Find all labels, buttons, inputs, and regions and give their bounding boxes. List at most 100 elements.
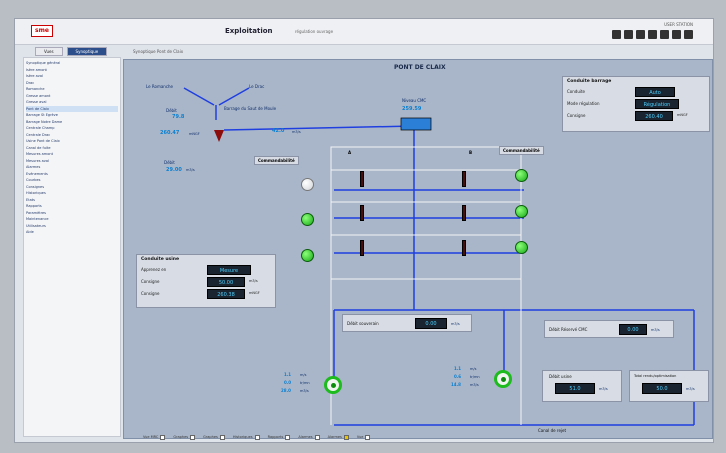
cb-row-1-label: Mode régulation	[567, 101, 600, 106]
bottom-bar: Vue MRC Graphes Graphes Historiques Rapports…	[123, 431, 713, 442]
sidebar-item[interactable]: Aide	[26, 230, 34, 234]
canal-label: Canal de rejet	[538, 428, 567, 433]
pump-left-unit-2: m3/s	[300, 389, 309, 393]
bottom-bar-checkbox[interactable]	[160, 434, 166, 440]
sidebar-item[interactable]: Historiques	[26, 191, 46, 195]
bottom-bar-item[interactable]: Historiques	[232, 434, 260, 440]
debit-souverain-value[interactable]: 0.00	[415, 318, 447, 329]
pipe-drac	[218, 87, 250, 106]
breadcrumb: Synoptique Pont de Claix	[133, 49, 184, 54]
bottom-bar-item[interactable]: Alarmes	[298, 434, 320, 440]
sidebar-item[interactable]: Drac	[26, 80, 35, 85]
close-icon[interactable]	[684, 30, 693, 39]
sidebar-item[interactable]: Synoptique général	[26, 61, 61, 65]
synoptic-panel: PONT DE CLAIX Le Romanche Le Drac Barrag…	[123, 59, 713, 439]
help-icon[interactable]	[648, 30, 657, 39]
tab-synoptic[interactable]: Synoptique	[66, 47, 108, 56]
refresh-icon[interactable]	[624, 30, 633, 39]
sidebar-item[interactable]: Pont de Claix	[26, 105, 118, 112]
pump-right-reading-1: 0.6	[454, 374, 462, 379]
turb-value[interactable]: 50.0	[642, 383, 682, 394]
commandability-left-label: Commandabilité	[254, 156, 299, 165]
bottom-bar-item[interactable]: Graphes	[203, 434, 225, 440]
valve-a1[interactable]	[360, 171, 364, 187]
top-bar: sme Exploitation régulation ouvrage USER…	[15, 19, 713, 45]
sidebar-item[interactable]: Rapports	[26, 204, 42, 208]
sidebar-item[interactable]: Courbes	[26, 178, 41, 182]
user-icon[interactable]	[660, 30, 669, 39]
pump-right-reading-2: 14.8	[451, 382, 461, 387]
cu-row-2-value[interactable]: 260.38	[207, 289, 245, 299]
sidebar-item[interactable]: Paramètres	[26, 210, 46, 215]
bottom-bar-item[interactable]: Vue MRC	[143, 434, 166, 440]
pipe-romanche	[183, 87, 215, 106]
print-icon[interactable]	[612, 30, 621, 39]
sidebar-item[interactable]: Consignes	[26, 184, 45, 189]
sidebar-item[interactable]: Barrage St Egrève	[26, 113, 58, 117]
bottom-bar-checkbox[interactable]	[190, 434, 196, 440]
left-reading-2-value: 29.00	[166, 167, 182, 173]
pump-left[interactable]	[324, 376, 342, 394]
cb-row-1-value[interactable]: Régulation	[635, 99, 679, 109]
sidebar-item[interactable]: Isère aval	[26, 74, 43, 78]
bottom-bar-item[interactable]: Vue	[357, 434, 371, 440]
bottom-bar-label: Historiques	[232, 435, 253, 439]
app-title: Exploitation	[225, 27, 273, 35]
sidebar-item[interactable]: Centrale Drac	[26, 132, 51, 137]
valve-b3[interactable]	[462, 240, 466, 256]
cb-row-0-value[interactable]: Auto	[635, 87, 675, 97]
turb-panel: Total rendu/optimisation 50.0 m3/s	[629, 370, 709, 402]
pump-right[interactable]	[494, 370, 512, 388]
sidebar-item[interactable]: Usine Pont de Claix	[26, 139, 60, 143]
bottom-bar-checkbox[interactable]	[314, 434, 320, 440]
bottom-bar-item[interactable]: Alarmes	[328, 434, 349, 440]
cb-row-2-value[interactable]: 260.40	[635, 111, 673, 121]
pump-left-unit-1: tr/mn	[300, 381, 310, 385]
valve-b2[interactable]	[462, 205, 466, 221]
sidebar-item[interactable]: Gresse aval	[26, 100, 47, 104]
tab-views[interactable]: Vues	[35, 47, 63, 56]
status-led-right-3	[515, 241, 528, 254]
reservoir-tank	[400, 117, 432, 131]
bottom-bar-item[interactable]: Graphes	[173, 434, 196, 440]
user-info: USER STATION	[664, 22, 693, 27]
sidebar-item[interactable]: Mesures aval	[26, 158, 49, 163]
window-icon[interactable]	[672, 30, 681, 39]
sidebar-item[interactable]: Evénements	[26, 171, 48, 176]
debit-usine-value[interactable]: 51.0	[555, 383, 595, 394]
cu-row-2-label: Consigne	[141, 291, 160, 296]
bottom-bar-item[interactable]: Rapports	[268, 434, 291, 440]
valve-b1[interactable]	[462, 171, 466, 187]
sidebar-item[interactable]: Alarmes	[26, 165, 41, 169]
cu-row-0-value[interactable]: Mesure	[207, 265, 251, 275]
debit-reserve-value[interactable]: 0.00	[619, 324, 647, 335]
bottom-bar-checkbox[interactable]	[219, 434, 225, 440]
bottom-bar-checkbox[interactable]	[343, 434, 349, 440]
left-reading-0-value: 79.8	[172, 114, 185, 120]
sidebar-item[interactable]: Canal de fuite	[26, 145, 51, 150]
bottom-bar-checkbox[interactable]	[365, 434, 371, 440]
settings-icon[interactable]	[636, 30, 645, 39]
barrage-gate	[214, 130, 224, 142]
scada-window: sme Exploitation régulation ouvrage USER…	[14, 18, 714, 443]
sidebar-item[interactable]: Maintenance	[26, 217, 49, 221]
section-b-label: B	[469, 150, 473, 155]
sidebar-item[interactable]: Utilisateurs	[26, 223, 46, 228]
cu-row-1-value[interactable]: 50.00	[207, 277, 245, 287]
sidebar-item[interactable]: Mesures amont	[26, 152, 53, 156]
sidebar-item[interactable]: Romanche	[26, 87, 45, 91]
sidebar-item[interactable]: Gresse amont	[26, 93, 51, 98]
valve-a2[interactable]	[360, 205, 364, 221]
valve-a3[interactable]	[360, 240, 364, 256]
sidebar-item[interactable]: Centrale Champ	[26, 126, 55, 130]
sidebar-item[interactable]: Isère amont	[26, 67, 47, 72]
page-title: PONT DE CLAIX	[394, 64, 446, 71]
bottom-bar-checkbox[interactable]	[254, 434, 260, 440]
cb-row-2-unit: mNGF	[677, 113, 688, 117]
bottom-bar-label: Alarmes	[298, 435, 313, 439]
sidebar-item[interactable]: Etats	[26, 197, 35, 202]
status-led-right-2	[515, 205, 528, 218]
bottom-bar-checkbox[interactable]	[285, 434, 291, 440]
cb-row-2-label: Consigne	[567, 113, 586, 118]
sidebar-item[interactable]: Barrage Notre Dame	[26, 119, 63, 124]
